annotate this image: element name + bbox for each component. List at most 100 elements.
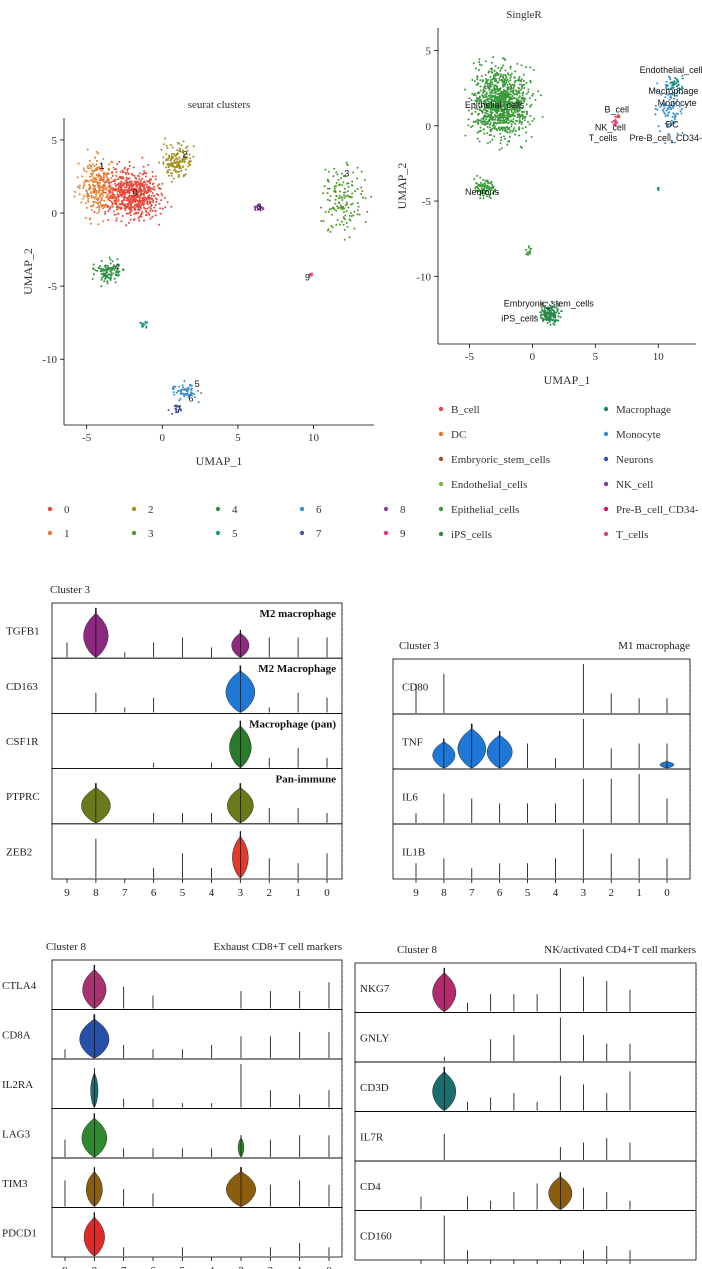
cell-point	[506, 105, 509, 108]
cell-point	[162, 143, 165, 146]
cell-point	[481, 183, 484, 186]
cell-point	[528, 123, 531, 126]
cell-point	[507, 140, 510, 143]
cell-point	[330, 207, 333, 210]
cell-point	[497, 100, 499, 103]
cell-point	[143, 200, 146, 203]
cell-point	[497, 127, 500, 130]
cell-point	[662, 104, 665, 107]
cell-point	[133, 218, 136, 221]
cell-point	[103, 171, 105, 174]
cell-point	[515, 119, 517, 122]
cell-point	[479, 197, 482, 200]
cell-point	[523, 110, 526, 113]
cell-point	[502, 97, 505, 100]
cell-point	[97, 204, 100, 207]
cell-point	[147, 163, 150, 166]
cell-point	[188, 383, 191, 386]
cell-point	[141, 210, 144, 213]
cell-point	[182, 165, 185, 168]
cell-point	[502, 120, 505, 123]
cell-point	[333, 208, 336, 211]
cell-point	[543, 315, 546, 318]
cell-point	[500, 73, 502, 76]
cell-point	[481, 111, 484, 114]
legend-swatch	[603, 531, 609, 537]
cell-point	[170, 155, 173, 158]
cell-point	[131, 174, 134, 177]
cell-point	[86, 148, 89, 151]
cell-point	[545, 316, 548, 319]
cell-point	[95, 163, 98, 166]
cell-point	[124, 209, 127, 212]
cell-point	[129, 204, 132, 207]
cell-point	[542, 305, 545, 308]
cell-point	[182, 175, 185, 178]
cell-point	[508, 121, 511, 124]
cell-point	[344, 204, 347, 207]
violin-row: IL1B	[392, 823, 692, 880]
cell-point	[180, 169, 183, 172]
cell-point	[670, 139, 673, 142]
cell-point	[170, 174, 173, 177]
cell-point	[255, 205, 258, 208]
cell-point	[123, 199, 125, 201]
cell-point	[473, 92, 476, 95]
y-axis-title: UMAP_2	[395, 163, 409, 210]
cell-point	[494, 65, 497, 67]
cell-point	[150, 205, 152, 208]
cell-point	[322, 220, 325, 223]
cell-point	[254, 209, 257, 212]
cell-point	[484, 99, 487, 102]
cell-point	[670, 119, 673, 122]
cell-point	[489, 94, 492, 97]
cell-point	[128, 221, 130, 224]
cell-point	[106, 186, 109, 189]
cell-point	[335, 171, 338, 174]
cell-point	[92, 196, 95, 199]
cell-point	[98, 179, 101, 182]
cell-point	[519, 115, 522, 118]
cell-point	[104, 181, 107, 184]
cell-point	[82, 186, 85, 189]
cell-point	[103, 280, 106, 283]
gene-label: LAG3	[2, 1128, 31, 1140]
cell-point	[478, 60, 481, 63]
cell-point	[164, 206, 167, 209]
cell-point	[503, 84, 506, 87]
cell-point	[509, 67, 512, 70]
row-frame	[354, 962, 697, 1013]
cell-point	[139, 193, 142, 196]
cell-point	[479, 79, 482, 82]
cell-point	[151, 192, 154, 194]
cell-point	[112, 197, 115, 200]
cell-point	[486, 122, 489, 125]
cell-point	[83, 184, 86, 187]
cell-point	[129, 214, 132, 217]
legend-swatch	[215, 506, 221, 512]
cell-point	[491, 71, 494, 74]
cell-point	[151, 215, 154, 218]
cell-point	[342, 207, 345, 210]
cell-point	[494, 188, 496, 191]
cell-point	[482, 178, 485, 181]
cell-point	[109, 270, 112, 273]
cell-point	[492, 76, 495, 79]
cell-point	[496, 129, 499, 132]
cell-point	[177, 175, 180, 178]
cell-point	[681, 131, 684, 134]
cell-point	[525, 131, 528, 134]
cell-point	[484, 111, 487, 114]
cell-point	[125, 183, 128, 186]
cell-point	[170, 158, 173, 161]
cell-point	[483, 120, 486, 123]
cell-point	[505, 120, 508, 123]
cell-point	[146, 321, 149, 324]
cell-point	[485, 91, 488, 94]
cell-point	[343, 228, 346, 231]
cell-point	[86, 194, 89, 196]
cell-point	[128, 206, 131, 209]
cell-point	[509, 129, 512, 132]
